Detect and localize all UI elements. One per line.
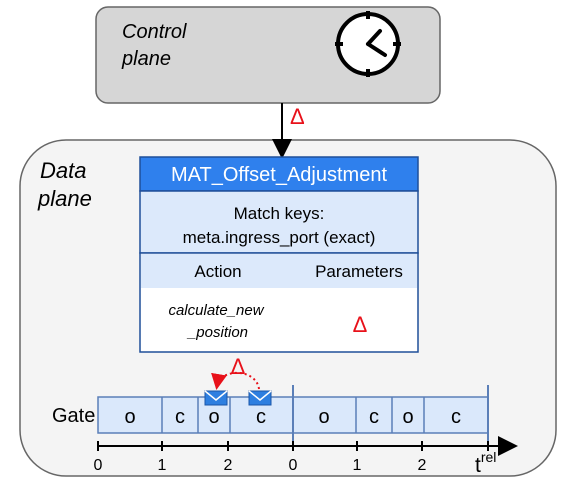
clock-icon <box>335 11 401 77</box>
packet-envelope-icon <box>248 390 272 406</box>
gate-schedule: o c o c o c o c <box>97 385 489 450</box>
action-name-line2: _position <box>186 324 248 341</box>
gate-cell: c <box>256 406 266 428</box>
data-plane-label-line2: plane <box>37 186 92 211</box>
axis-label-sup: rel <box>481 449 497 465</box>
table-name: MAT_Offset_Adjustment <box>171 164 387 186</box>
action-header-row <box>141 254 417 288</box>
delta-label-arrow: Δ <box>290 104 305 129</box>
axis-tick-label: 2 <box>418 457 427 474</box>
delta-label-shift: Δ <box>231 354 246 379</box>
gate-label: Gate <box>52 405 95 427</box>
gate-cell: c <box>369 406 379 428</box>
match-action-table: MAT_Offset_Adjustment Match keys: meta.i… <box>139 156 419 353</box>
time-axis: 0 1 2 0 1 2 trel <box>94 436 518 477</box>
gate-cell: o <box>124 406 135 428</box>
parameters-column-header: Parameters <box>315 262 403 281</box>
gate-cell: o <box>318 406 329 428</box>
gate-cell: o <box>402 406 413 428</box>
control-plane-label-line1: Control <box>122 21 187 43</box>
gate-cell: c <box>451 406 461 428</box>
data-plane-label-line1: Data <box>40 158 86 183</box>
action-name-line1: calculate_new <box>168 302 264 319</box>
gate-cell: o <box>208 406 219 428</box>
packet-envelope-icon <box>204 390 228 406</box>
gate-cell: c <box>175 406 185 428</box>
axis-label-base: t <box>475 454 481 477</box>
axis-tick-label: 2 <box>224 457 233 474</box>
axis-tick-label: 1 <box>353 457 362 474</box>
control-plane-label-line2: plane <box>121 48 171 70</box>
axis-tick-label: 0 <box>289 457 298 474</box>
offset-shift-arrow <box>211 371 260 390</box>
axis-tick-label: 0 <box>94 457 103 474</box>
axis-label: trel <box>475 449 496 477</box>
action-column-header: Action <box>194 262 241 281</box>
axis-tick-label: 1 <box>158 457 167 474</box>
match-key-value: meta.ingress_port (exact) <box>183 228 376 247</box>
parameter-delta: Δ <box>353 312 368 337</box>
match-keys-label: Match keys: <box>234 204 325 223</box>
